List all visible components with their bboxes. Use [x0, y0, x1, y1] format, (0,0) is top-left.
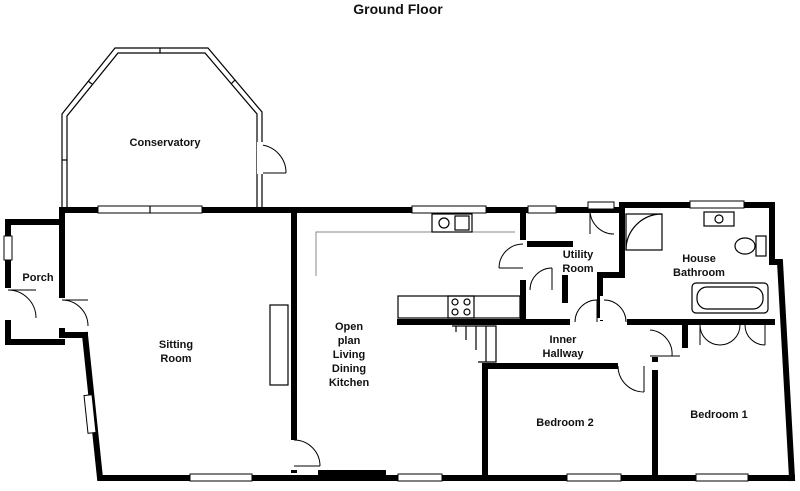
hallway-label-line2: Hallway — [543, 348, 585, 360]
sitting-room-label-line2: Room — [160, 353, 191, 365]
bedroom2-label: Bedroom 2 — [536, 417, 593, 429]
hallway-label-line1: Inner — [550, 334, 578, 346]
windows — [3, 200, 749, 482]
kitchen-label-line5: Kitchen — [329, 377, 370, 389]
bedroom1-label: Bedroom 1 — [690, 409, 747, 421]
kitchen-label-line3: Living — [333, 349, 365, 361]
internal-walls — [291, 207, 775, 481]
bathroom-fittings — [625, 211, 769, 314]
conservatory-label: Conservatory — [130, 137, 202, 149]
outer-walls — [5, 202, 796, 482]
utility-label-line2: Room — [562, 263, 593, 275]
utility-label-line1: Utility — [563, 249, 594, 261]
bathroom-label-line2: Bathroom — [673, 267, 725, 279]
bathroom-label-line1: House — [682, 253, 716, 265]
kitchen-label-line2: plan — [338, 335, 361, 347]
kitchen-label-line1: Open — [335, 321, 363, 333]
porch-label: Porch — [22, 272, 53, 284]
kitchen-fittings — [269, 213, 521, 386]
conservatory-structure — [61, 47, 287, 209]
sitting-room-label-line1: Sitting — [159, 339, 193, 351]
room-labels: Porch Sitting Room Open plan Living Dini… — [22, 249, 747, 429]
kitchen-label-line4: Dining — [332, 363, 366, 375]
doors — [4, 209, 766, 470]
floor-title: Ground Floor — [353, 1, 443, 17]
